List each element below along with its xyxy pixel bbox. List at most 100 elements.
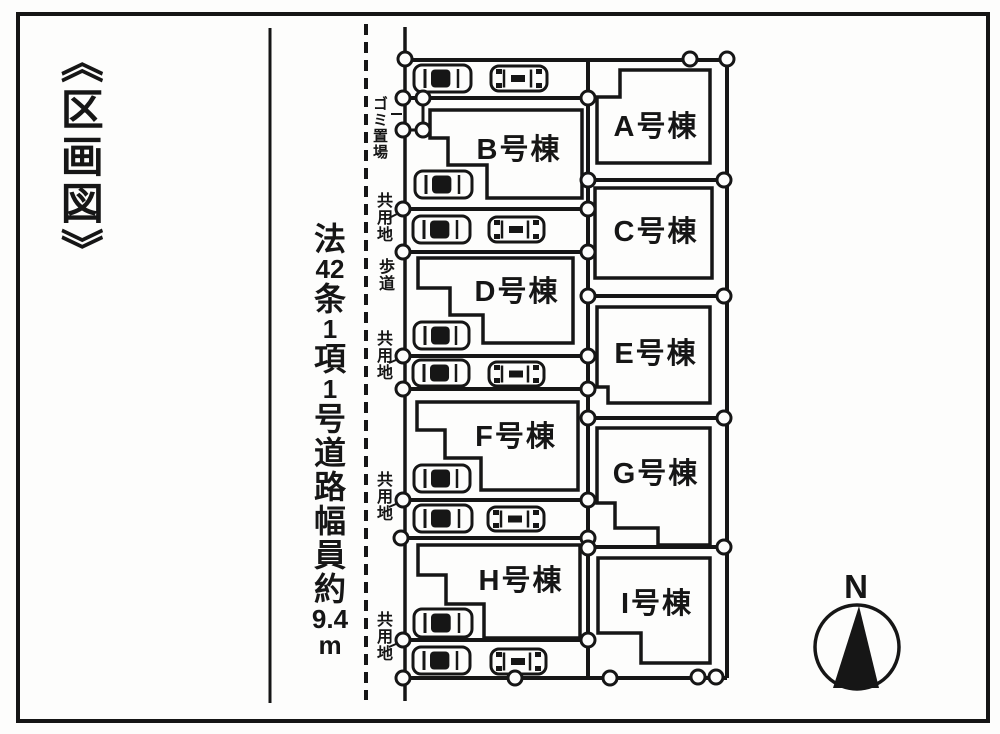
road-width-label-segment: 42 [315, 254, 345, 284]
boundary-node [579, 171, 597, 189]
boundary-node [579, 539, 597, 557]
building-A: A号棟 [595, 68, 712, 165]
boundary-node [715, 287, 733, 305]
annotation-sidewalk: 歩道 [376, 258, 393, 292]
boundary-node [715, 171, 733, 189]
building-label-D: D号棟 [475, 275, 560, 308]
road-width-label-segment: 号 [313, 401, 346, 437]
boundary-node [394, 121, 412, 139]
annotation-common-3: 共用地 [374, 471, 391, 522]
north-compass-icon: N [813, 568, 901, 691]
building-H: H号棟 [416, 543, 582, 640]
annotation-garbage: ゴミ置場 [371, 96, 388, 160]
building-E: E号棟 [595, 305, 712, 405]
road-width-label-segment: 項 [313, 341, 346, 377]
building-outline-B [428, 108, 584, 200]
road-width-label-segment: 路 [313, 469, 346, 505]
parked-car-icon [412, 607, 474, 639]
parked-car-icon [411, 214, 472, 245]
boundary-node [689, 668, 707, 686]
annotation-common-2: 共用地 [374, 330, 391, 381]
boundary-node [715, 538, 733, 556]
boundary-node [394, 491, 412, 509]
boundary-node [681, 50, 699, 68]
parked-car-icon [487, 215, 546, 244]
page-title: 《区画図》 [54, 40, 103, 275]
boundary-node [392, 529, 410, 547]
boundary-node [715, 409, 733, 427]
boundary-node [414, 89, 432, 107]
building-label-F: F号棟 [475, 420, 557, 453]
boundary-node [394, 669, 412, 687]
boundary-node [707, 668, 725, 686]
road-width-label-segment: 9.4 [311, 604, 349, 634]
boundary-node [579, 631, 597, 649]
building-outline-G [595, 426, 712, 547]
boundary-node [579, 89, 597, 107]
boundary-node [579, 200, 597, 218]
building-outline-D [416, 256, 575, 345]
building-B: B号棟 [428, 108, 584, 200]
parked-car-icon [412, 320, 471, 351]
annotation-common-1: 共用地 [374, 192, 391, 243]
parked-car-icon [411, 358, 471, 388]
boundary-node [579, 287, 597, 305]
boundary-node [396, 50, 414, 68]
parked-car-icon [413, 169, 474, 200]
parked-car-icon [412, 63, 473, 94]
building-outline-F [415, 400, 580, 492]
building-label-G: G号棟 [613, 457, 700, 490]
building-label-E: E号棟 [614, 337, 697, 370]
boundary-node [394, 631, 412, 649]
parked-car-icon [489, 647, 548, 676]
building-label-H: H号棟 [479, 564, 564, 597]
building-label-A: A号棟 [614, 110, 699, 143]
road-width-label-segment: 員 [313, 537, 346, 573]
parked-car-icon [411, 645, 472, 676]
boundary-node [394, 380, 412, 398]
building-C: C号棟 [593, 186, 714, 280]
road-width-label-segment: m [318, 630, 342, 660]
parked-car-icon [489, 64, 549, 93]
garbage-area-box [403, 96, 425, 132]
building-outline-E [595, 305, 712, 405]
boundary-node [394, 200, 412, 218]
road-width-label-segment: 幅 [313, 503, 346, 539]
building-F: F号棟 [415, 400, 580, 492]
road-width-label-segment: 1 [322, 374, 338, 404]
boundary-node [579, 380, 597, 398]
road-width-label-segment: 法 [313, 221, 346, 257]
parked-car-icon [487, 360, 546, 388]
building-label-C: C号棟 [614, 215, 699, 248]
boundary-node [579, 347, 597, 365]
building-outline-H [416, 543, 582, 640]
building-outline-I [596, 556, 712, 665]
building-G: G号棟 [595, 426, 712, 547]
road-width-label-segment: 約 [313, 571, 346, 607]
boundary-node [601, 669, 619, 687]
road-width-label-segment: 道 [313, 435, 346, 471]
boundary-node [394, 243, 412, 261]
building-outline-A [595, 68, 712, 165]
boundary-node [579, 491, 597, 509]
compass-north-label: N [844, 568, 868, 605]
boundary-node [394, 347, 412, 365]
boundary-node [506, 669, 524, 687]
parked-car-icon [412, 503, 474, 534]
boundary-node [718, 50, 736, 68]
road-width-label-segment: 条 [313, 281, 346, 317]
building-label-B: B号棟 [477, 133, 562, 166]
boundary-node [579, 243, 597, 261]
parked-car-icon [412, 463, 472, 494]
building-I: I号棟 [596, 556, 712, 665]
boundary-node [414, 121, 432, 139]
road-width-label-segment: 1 [322, 314, 338, 344]
parked-car-icon [486, 505, 546, 533]
boundary-node [394, 89, 412, 107]
building-label-I: I号棟 [621, 587, 693, 620]
annotation-common-4: 共用地 [374, 611, 391, 662]
boundary-node [579, 409, 597, 427]
building-D: D号棟 [416, 256, 575, 345]
